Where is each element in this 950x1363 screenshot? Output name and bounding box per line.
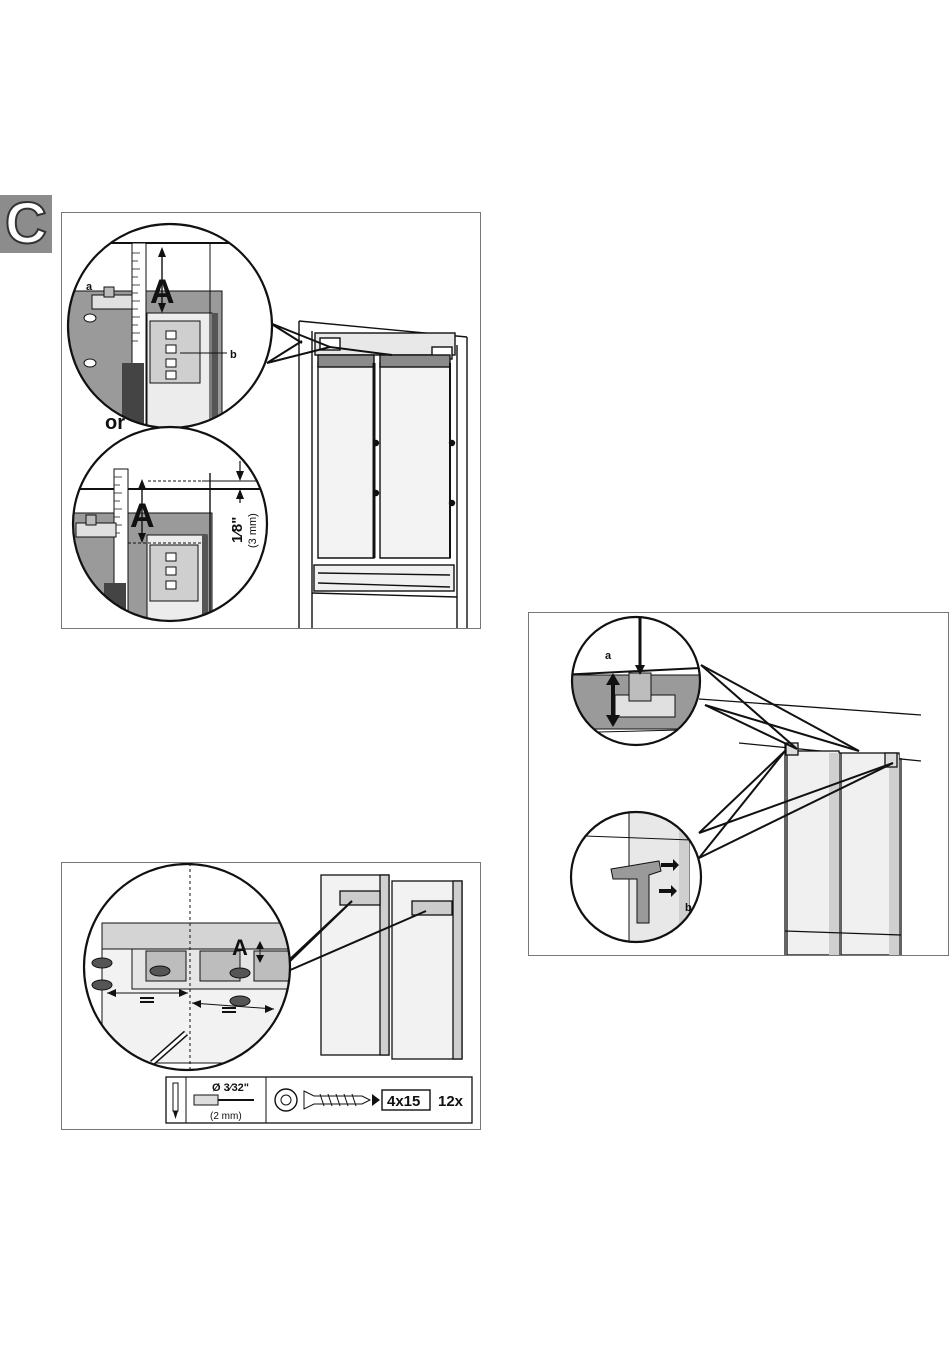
figure-panel-top-fixing: a b: [528, 612, 949, 956]
appliance-outline: [299, 321, 467, 628]
part-label-b: b: [230, 349, 237, 361]
door-panels: [321, 875, 462, 1059]
screw-quantity-label: 12x: [438, 1093, 464, 1110]
magnified-view-bracket: A: [84, 863, 302, 1073]
dimension-label-top: A: [150, 273, 175, 311]
magnified-view-bottom: A 1⁄8" (3 mm): [62, 427, 282, 628]
height-adjust-illustration: A a b or: [62, 213, 480, 628]
magnified-view-clip: b: [559, 803, 719, 953]
part-label-a: a: [86, 281, 93, 293]
torx-bit-icon: [275, 1089, 297, 1111]
part-label-b: b: [685, 902, 692, 914]
section-letter: C: [0, 195, 52, 253]
screw-size-label: 4x15: [387, 1093, 420, 1110]
or-label: or: [105, 412, 125, 434]
magnified-view-screw: a: [559, 613, 719, 745]
drill-mm-label: (2 mm): [210, 1111, 242, 1122]
gap-mm-label: (3 mm): [247, 513, 259, 548]
figure-panel-height-adjust: A a b or: [61, 212, 481, 629]
figure-panel-bracket-mount: A Ø 3⁄32" (2 mm): [61, 862, 481, 1130]
bracket-mount-illustration: A Ø 3⁄32" (2 mm): [62, 863, 480, 1129]
gap-inch-label: 1⁄8": [229, 517, 246, 543]
drill-diameter-label: Ø 3⁄32": [212, 1082, 249, 1094]
part-label-a: a: [605, 650, 612, 662]
section-tab: C: [0, 195, 52, 253]
dimension-label-bottom: A: [130, 497, 155, 535]
tools-bar: Ø 3⁄32" (2 mm) 4x15 12x: [166, 1077, 472, 1123]
top-fixing-illustration: a b: [529, 613, 948, 955]
dimension-label: A: [232, 935, 248, 960]
magnified-view-top: A a b: [62, 213, 302, 443]
